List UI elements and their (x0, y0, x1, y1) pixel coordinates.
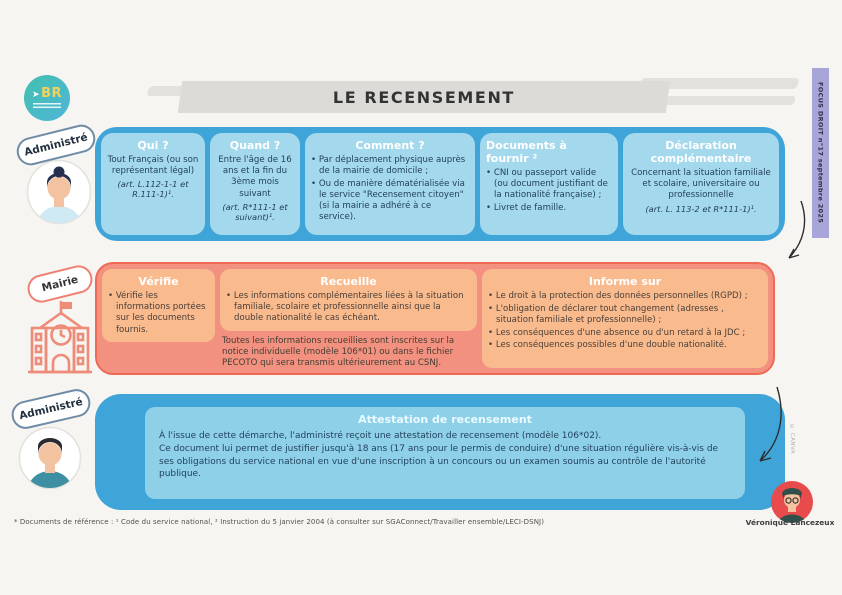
actor-label-text: Mairie (40, 273, 80, 295)
section-administre-demarche: Qui ? Tout Français (ou son représentant… (95, 127, 785, 241)
logo-text: BR (41, 86, 62, 101)
card-recueille: Recueille Les informations complémentair… (220, 269, 477, 332)
card-title: Quand ? (229, 139, 281, 152)
author-avatar (771, 481, 813, 523)
bullet-list: Vérifie les informations portées sur les… (108, 291, 209, 336)
bullet-item: Les informations complémentaires liées à… (226, 291, 471, 325)
bullet-item: Les conséquences d'une absence ou d'un r… (488, 328, 762, 339)
card-title: Attestation de recensement (358, 413, 532, 426)
arrow-row1-to-row2 (788, 200, 806, 259)
actor-label-text: Administré (18, 395, 84, 423)
section-attestation: Attestation de recensement À l'issue de … (95, 394, 785, 510)
attestation-paragraph: À l'issue de cette démarche, l'administr… (159, 431, 602, 441)
town-hall-icon (17, 297, 103, 375)
bullet-list: Les informations complémentaires liées à… (226, 291, 471, 325)
logo-subtext-lines (33, 103, 61, 109)
person-icon (18, 426, 82, 490)
card-title: Comment ? (355, 139, 425, 152)
card-verifie: Vérifie Vérifie les informations portées… (102, 269, 215, 343)
logo-text-row: ➤BR (32, 87, 62, 100)
card-informe-sur: Informe sur Le droit à la protection des… (482, 269, 768, 368)
card-qui: Qui ? Tout Français (ou son représentant… (101, 133, 205, 235)
town-hall-svg (28, 301, 92, 374)
card-citation: (art. L.112-1-1 et R.111-1)¹. (117, 179, 189, 200)
brush-streak (653, 96, 797, 105)
bullet-item: Le droit à la protection des données per… (488, 291, 762, 302)
bullet-item: Par déplacement physique auprès de la ma… (311, 155, 469, 177)
card-documents: Documents à fournir ² CNI ou passeport v… (480, 133, 618, 235)
edition-ribbon: FOCUS DROIT n°17 septembre 2025 (812, 68, 829, 238)
card-title: Recueille (320, 275, 377, 288)
arrowhead (788, 248, 800, 259)
bullet-list: CNI ou passeport valide (ou document jus… (486, 168, 612, 214)
actor-label-text: Administré (23, 131, 89, 159)
card-quand: Quand ? Entre l'âge de 16 ans et la fin … (210, 133, 300, 235)
person-icon (26, 159, 92, 225)
administre-avatar-1 (26, 159, 92, 225)
card-text: Tout Français (ou son représentant légal… (107, 155, 199, 177)
card-text: Concernant la situation familiale et sco… (631, 168, 771, 201)
card-citation: (art. R*111-1 et suivant)¹. (222, 201, 288, 222)
bullet-item: CNI ou passeport valide (ou document jus… (486, 168, 612, 202)
card-title: Déclaration complémentaire (650, 139, 752, 165)
paper-plane-icon: ➤ (32, 90, 41, 100)
attestation-paragraph: Ce document lui permet de justifier jusq… (159, 444, 719, 480)
abr-logo: ➤BR (24, 75, 70, 121)
card-title: Qui ? (137, 139, 169, 152)
card-attestation: Attestation de recensement À l'issue de … (145, 407, 745, 499)
column-recueille: Recueille Les informations complémentair… (220, 269, 477, 368)
actor-label-administre-2: Administré (8, 386, 94, 432)
column-verifie: Vérifie Vérifie les informations portées… (102, 269, 215, 368)
card-text: Entre l'âge de 16 ans et la fin du 3ème … (218, 155, 292, 199)
author-name: Véronique Lancezeux (745, 518, 835, 527)
author-portrait-icon (771, 481, 813, 523)
reference-footnote: * Documents de référence : ¹ Code du ser… (14, 518, 545, 526)
bullet-item: Livret de famille. (486, 203, 612, 214)
bullet-item: L'obligation de déclarer tout changement… (488, 304, 762, 326)
card-declaration-complementaire: Déclaration complémentaire Concernant la… (623, 133, 779, 235)
title-band: LE RECENSEMENT (177, 81, 671, 113)
card-title: Vérifie (138, 275, 179, 288)
bullet-list: Par déplacement physique auprès de la ma… (311, 155, 469, 224)
card-citation: (art. L. 113-2 et R*111-1)¹. (645, 203, 757, 214)
column-informe-sur: Informe sur Le droit à la protection des… (482, 269, 768, 368)
bullet-list: Le droit à la protection des données per… (488, 291, 762, 351)
administre-avatar-2 (18, 426, 82, 490)
recueille-note: Toutes les informations recueillies sont… (222, 336, 455, 369)
card-comment: Comment ? Par déplacement physique auprè… (305, 133, 475, 235)
card-title: Documents à fournir ² (486, 139, 567, 165)
bullet-item: Les conséquences possibles d'une double … (488, 340, 762, 351)
canva-watermark: © CANVA (789, 424, 795, 455)
bullet-item: Vérifie les informations portées sur les… (108, 291, 209, 336)
bullet-item: Ou de manière dématérialisée via le serv… (311, 179, 469, 224)
page-title: LE RECENSEMENT (332, 87, 516, 107)
card-title: Informe sur (588, 275, 662, 288)
section-mairie: Vérifie Vérifie les informations portées… (95, 262, 775, 375)
